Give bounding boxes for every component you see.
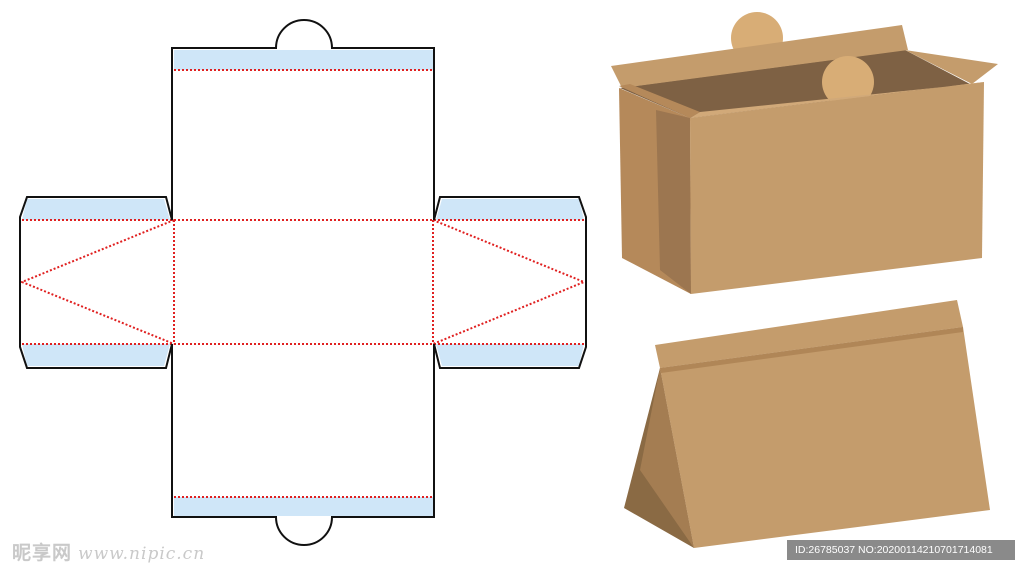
glue-strip-right-bottom [436, 344, 584, 366]
closed-box-flap-shadow [660, 327, 963, 373]
watermark-url: www.nipic.cn [78, 544, 206, 564]
image-id-badge: ID:26785037 NO:20200114210701714081 [787, 540, 1015, 560]
open-box-right-flap [905, 50, 998, 84]
closed-box-left-end-shade [640, 368, 694, 548]
open-box-front-panel [690, 82, 984, 294]
closed-box-top-lid [655, 300, 963, 368]
fold-line-right-triangle [432, 219, 587, 345]
open-box-illustration [611, 12, 998, 294]
dieline-outline [19, 19, 587, 546]
closed-box-front-face [660, 327, 990, 548]
glue-strip-top [174, 50, 433, 70]
open-box-back-flap [611, 25, 908, 88]
fold-lines [19, 69, 587, 498]
open-box-left-gusset [656, 110, 691, 294]
closed-box-illustration [624, 300, 990, 548]
open-box-inner-tab [822, 56, 874, 108]
glue-strips [22, 50, 584, 516]
watermark-brand: 昵享网 [12, 542, 73, 564]
box-dieline-template [19, 19, 587, 546]
open-box-front-left-flap [619, 84, 700, 118]
glue-strip-left-top [22, 199, 170, 220]
open-box-inner-wall [620, 50, 970, 118]
glue-strip-right-top [436, 199, 584, 220]
fold-line-left-triangle [19, 219, 175, 345]
glue-strip-left-bottom [22, 344, 170, 366]
open-box-front-rim [690, 82, 984, 118]
glue-strip-bottom [174, 497, 433, 516]
